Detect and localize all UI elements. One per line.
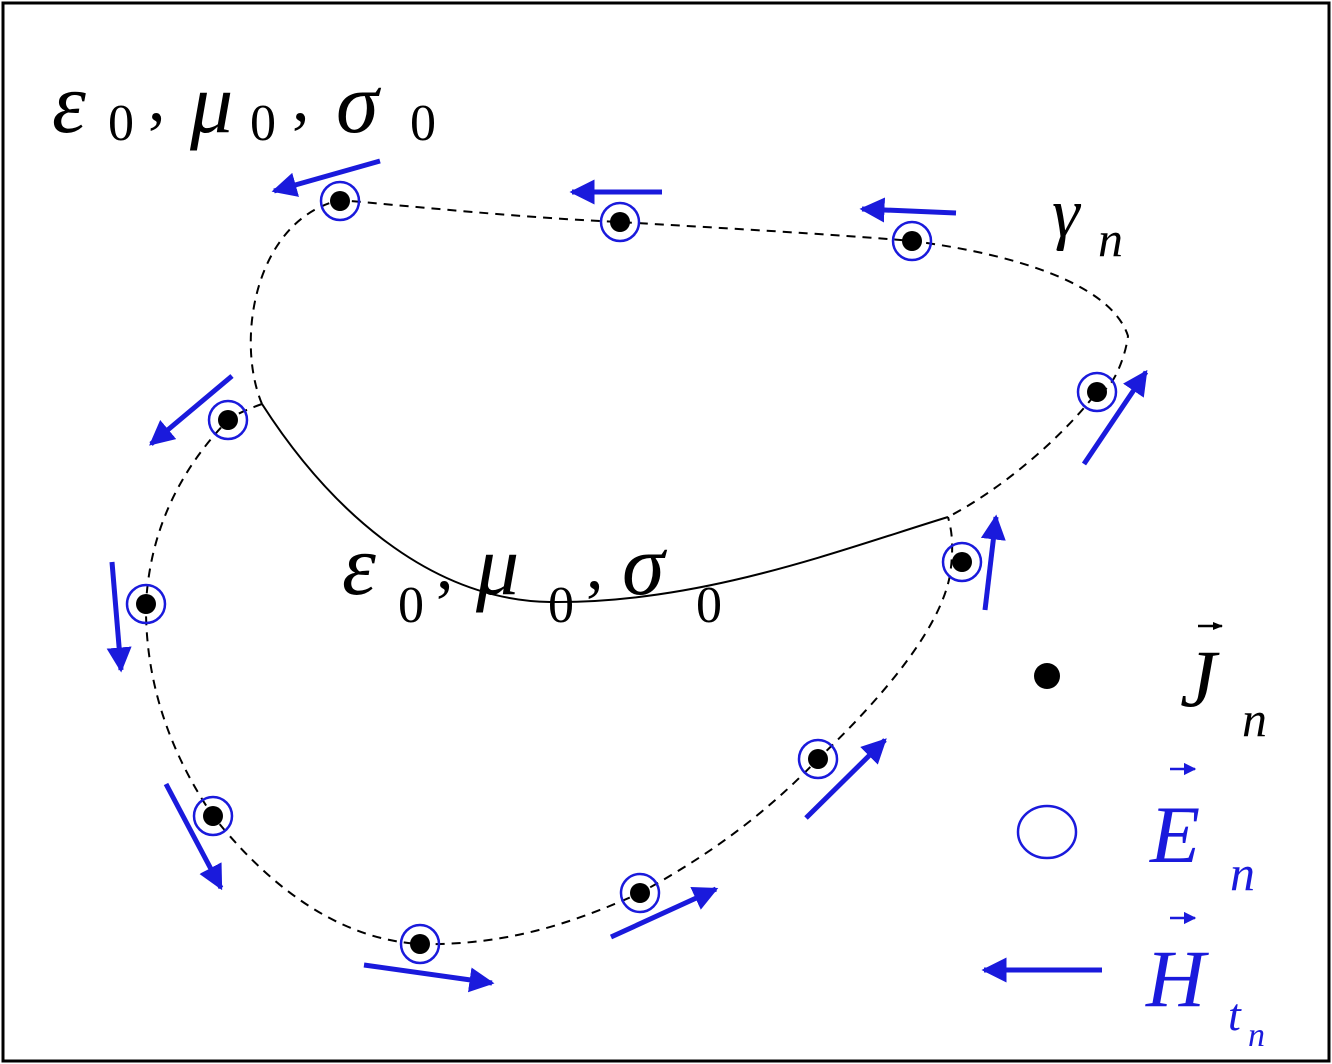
h-arrow-8	[804, 738, 887, 820]
h-arrow-9	[163, 782, 224, 891]
dot-3	[902, 231, 922, 251]
mu-subscript: 0	[250, 95, 276, 152]
region-label-inner: ε 0 , μ 0 , σ 0	[342, 517, 722, 634]
epsilon-subscript: 0	[398, 577, 424, 634]
h-arrow-11	[363, 962, 495, 993]
h-arrow-6	[980, 514, 1006, 611]
ring-3	[891, 220, 933, 262]
h-arrow-5	[149, 374, 234, 446]
interface-curve	[261, 403, 949, 604]
legend-current-subscript: n	[1242, 691, 1267, 747]
ring-10	[619, 872, 661, 914]
ring-4	[1076, 371, 1118, 413]
contour-lower	[144, 403, 954, 946]
h-arrow-3	[859, 197, 957, 223]
mu-symbol: μ	[189, 55, 233, 151]
dot-8	[808, 749, 828, 769]
circle-icon	[1016, 804, 1078, 860]
contour-upper	[249, 198, 1130, 518]
dot-1	[330, 191, 350, 211]
ring-8	[797, 738, 839, 780]
hfield-arrows	[106, 158, 1149, 993]
current-dots	[136, 191, 1107, 954]
contour-label: γ n	[1052, 175, 1123, 267]
ring-1	[319, 180, 361, 222]
dot-9	[203, 806, 223, 826]
gamma-symbol: γ	[1052, 175, 1082, 252]
h-arrow-10	[609, 886, 719, 940]
legend-current-symbol: J	[1180, 633, 1220, 724]
separator: ,	[586, 527, 604, 604]
sigma-symbol: σ	[336, 55, 382, 151]
dot-5	[218, 410, 238, 430]
epsilon-symbol: ε	[342, 517, 376, 613]
ring-9	[192, 795, 234, 837]
ring-7	[125, 583, 167, 625]
ring-6	[941, 541, 983, 583]
sigma-subscript: 0	[410, 95, 436, 152]
separator: ,	[436, 527, 454, 604]
efield-rings	[125, 180, 1118, 965]
h-arrow-1	[271, 158, 381, 197]
h-arrow-7	[106, 561, 132, 673]
h-arrow-4	[1081, 369, 1149, 466]
sigma-symbol: σ	[622, 517, 668, 613]
dot-7	[136, 594, 156, 614]
legend-efield-symbol: E	[1149, 789, 1200, 880]
filled-dot-icon	[1034, 663, 1060, 689]
region-label-top: ε 0 , μ 0 , σ 0	[52, 55, 436, 152]
dot-10	[630, 883, 650, 903]
dot-4	[1087, 382, 1107, 402]
gamma-subscript: n	[1098, 211, 1123, 267]
ring-5	[207, 399, 249, 441]
dot-11	[410, 934, 430, 954]
legend-efield-subscript: n	[1230, 845, 1255, 901]
dot-2	[610, 212, 630, 232]
mu-subscript: 0	[548, 577, 574, 634]
ring-2	[599, 201, 641, 243]
separator: ,	[148, 59, 166, 136]
legend-hfield-subscript: t	[1228, 989, 1242, 1040]
legend: J n E n H t n	[981, 622, 1267, 1054]
mu-symbol: μ	[475, 517, 519, 613]
epsilon-symbol: ε	[52, 55, 86, 151]
legend-hfield-subsubscript: n	[1248, 1017, 1265, 1054]
separator: ,	[292, 59, 310, 136]
sigma-subscript: 0	[696, 577, 722, 634]
legend-hfield-symbol: H	[1145, 933, 1209, 1024]
ring-11	[399, 923, 441, 965]
epsilon-subscript: 0	[108, 95, 134, 152]
dot-6	[952, 552, 972, 572]
